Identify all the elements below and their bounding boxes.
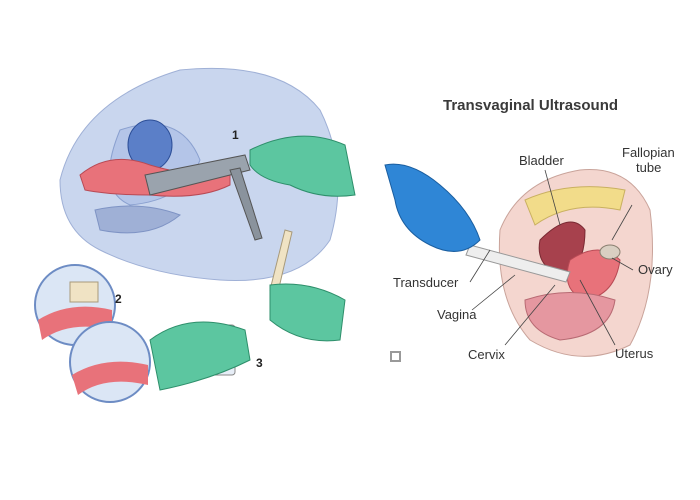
step-2-label: 2 — [115, 292, 122, 306]
label-bladder: Bladder — [519, 153, 564, 168]
label-fallopian-tube-2: tube — [636, 160, 662, 175]
expand-icon[interactable] — [390, 351, 401, 362]
figure-title: Transvaginal Ultrasound — [443, 97, 619, 114]
label-vagina: Vagina — [437, 307, 477, 322]
label-fallopian-tube-1: Fallopian — [622, 145, 675, 160]
pap-smear-illustration — [34, 67, 356, 403]
label-uterus: Uterus — [615, 346, 654, 361]
label-cervix: Cervix — [468, 347, 505, 362]
step-3-label: 3 — [256, 356, 263, 370]
ultrasound-illustration — [384, 163, 653, 357]
label-ovary: Ovary — [638, 262, 673, 277]
label-transducer: Transducer — [393, 275, 459, 290]
step-1-label: 1 — [232, 128, 239, 142]
leader-lines — [469, 169, 634, 346]
